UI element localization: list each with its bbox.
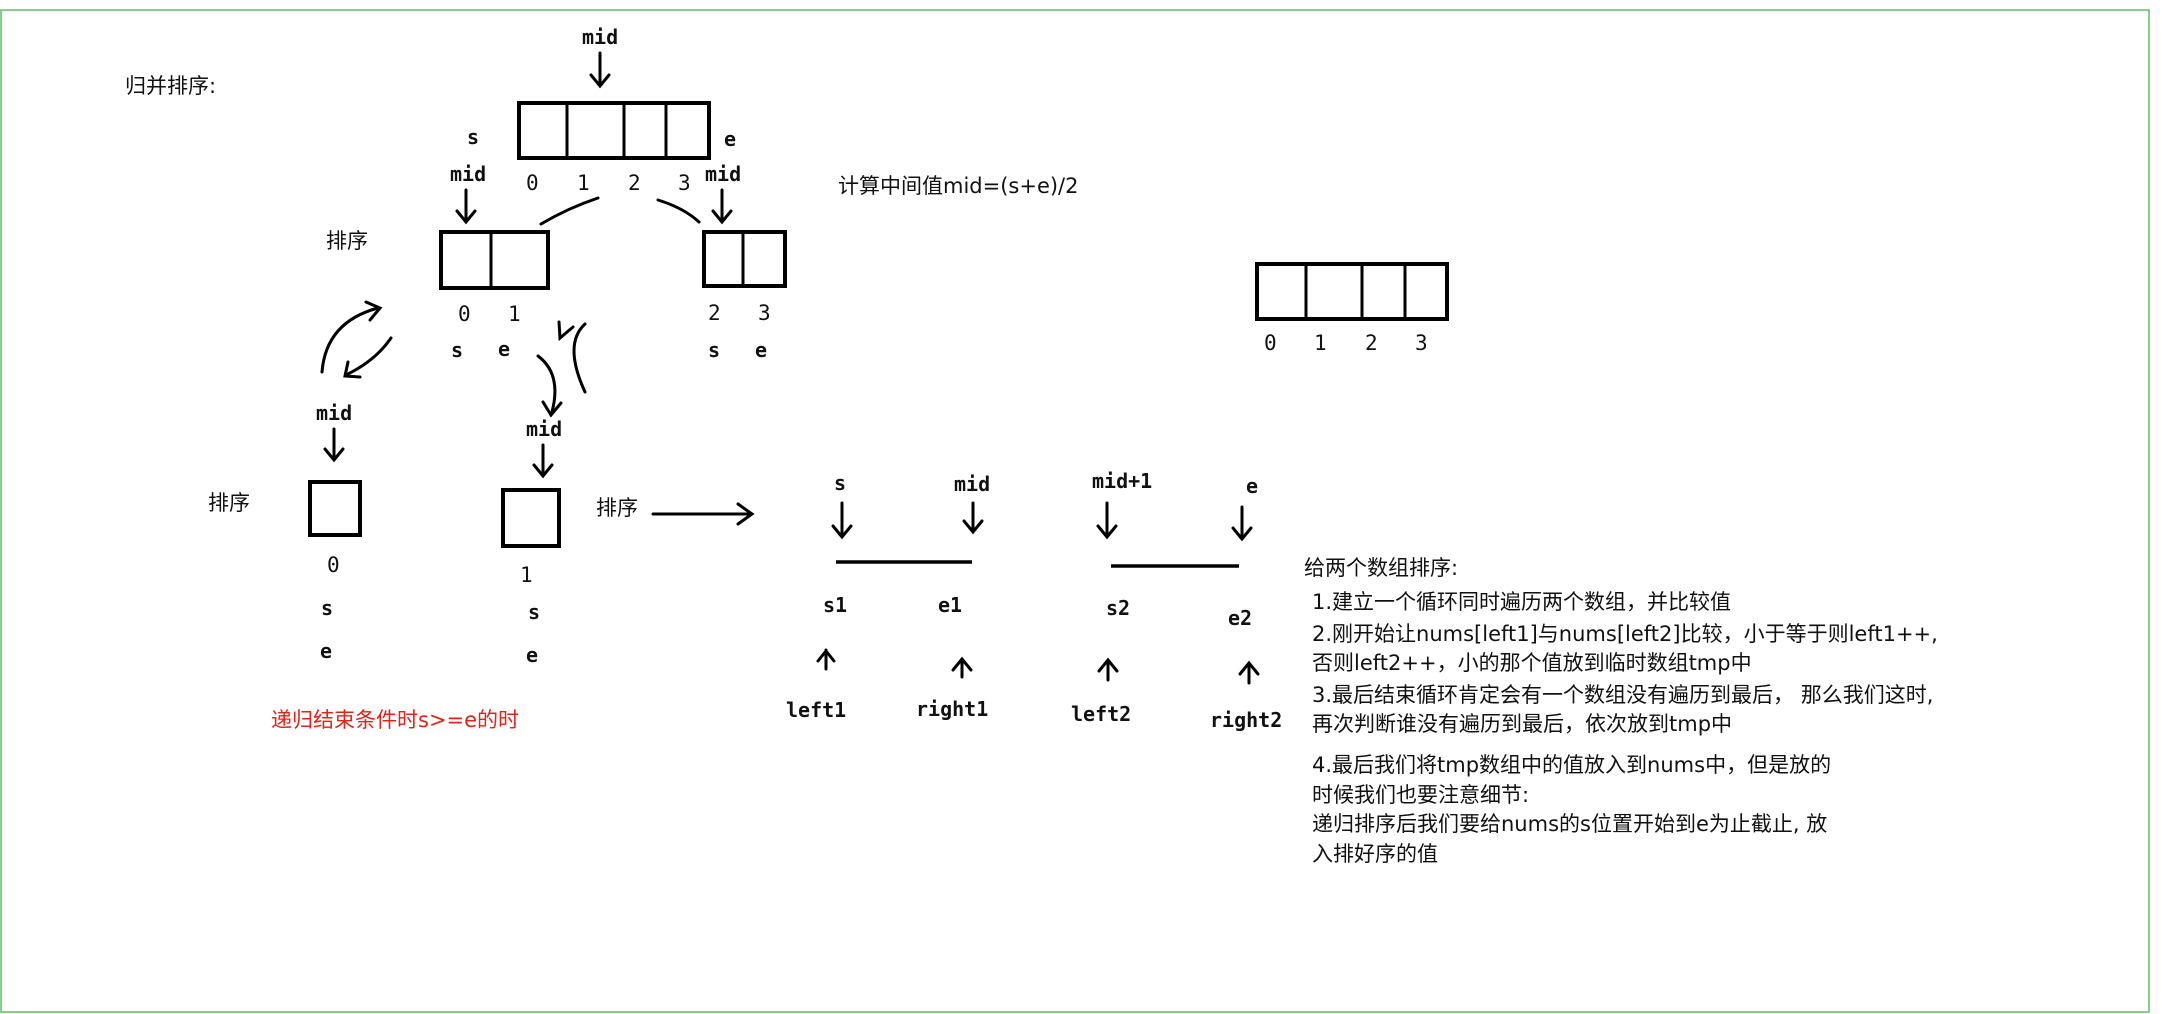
right2-arrow-head: [1238, 660, 1260, 676]
merge-note-line: 3.最后结束循环肯定会有一个数组没有遍历到最后， 那么我们这时,: [1312, 683, 1933, 707]
merge-notes-heading: 给两个数组排序:: [1304, 556, 1458, 580]
leaf0-mid-label: mid: [316, 401, 352, 425]
root-index-3: 3: [678, 171, 691, 195]
root-index-0: 0: [526, 171, 539, 195]
seg1-mid-arrow-head: [962, 519, 984, 535]
left-subarray-box: [439, 230, 550, 290]
leaf0-s-label: s: [321, 596, 333, 620]
left-index-1: 1: [508, 302, 521, 326]
leaf0-index: 0: [327, 553, 340, 577]
merge-note-line: 4.最后我们将tmp数组中的值放入到nums中，但是放的: [1312, 753, 1831, 777]
right1-arrow-head: [951, 656, 973, 672]
mid-formula: 计算中间值mid=(s+e)/2: [838, 174, 1079, 198]
split-curve-right: [656, 198, 701, 224]
standalone-array-box: [1255, 262, 1449, 321]
recursion-arrowhead-right-up: [557, 320, 575, 342]
root-index-2: 2: [628, 171, 641, 195]
root-e-label: e: [724, 127, 736, 151]
recursion-curve-right-up: [572, 322, 587, 394]
seg2-start-arrow-head: [1096, 524, 1118, 540]
left-e-label: e: [498, 337, 510, 361]
recursion-curve-left-up: [320, 306, 380, 374]
leaf-sort-label: 排序: [208, 491, 250, 515]
merge-note-line: 入排好序的值: [1312, 842, 1438, 866]
left-sort-label: 排序: [326, 229, 368, 253]
right-index-2: 2: [708, 301, 721, 325]
leaf0-e-label: e: [320, 639, 332, 663]
left2-label: left2: [1071, 702, 1131, 726]
merge-note-line: 时候我们也要注意细节:: [1312, 783, 1529, 807]
seg1-start-label: s1: [823, 593, 847, 617]
merge-note-line: 递归排序后我们要给nums的s位置开始到e为止截止, 放: [1312, 812, 1827, 836]
seg1-s-arrow-head: [831, 524, 853, 540]
root-index-1: 1: [577, 171, 590, 195]
seg1-mid-label: mid: [954, 472, 990, 496]
left-s-label: s: [451, 338, 463, 362]
recursion-arrowhead-left-down: [343, 360, 362, 379]
left-mid-label: mid: [450, 162, 486, 186]
left2-arrow-head: [1097, 657, 1119, 673]
merge-sort-label: 排序: [596, 496, 638, 520]
right-index-3: 3: [758, 301, 771, 325]
standalone-index-1: 1: [1314, 331, 1327, 355]
root-mid-label: mid: [582, 25, 618, 49]
seg2-e-label: e: [1246, 474, 1258, 498]
merge-note-line: 再次判断谁没有遍历到最后，依次放到tmp中: [1312, 712, 1732, 736]
canvas-frame: [0, 9, 2150, 1013]
recursion-arrowhead-left-up: [364, 300, 383, 322]
leaf1-mid-label: mid: [526, 417, 562, 441]
seg2-start-label: s2: [1106, 596, 1130, 620]
root-array-box: [517, 101, 711, 160]
right-s-label: s: [708, 338, 720, 362]
recursion-curve-left-down: [346, 336, 393, 376]
recursion-end-condition: 递归结束条件时s>=e的时: [271, 708, 519, 732]
right2-label: right2: [1210, 708, 1282, 732]
merge-note-line: 1.建立一个循环同时遍历两个数组，并比较值: [1312, 590, 1731, 614]
recursion-curve-right-down: [536, 354, 557, 414]
split-curve-left: [539, 196, 600, 226]
left1-arrow-head: [816, 648, 836, 663]
standalone-index-2: 2: [1365, 331, 1378, 355]
seg1-s-label: s: [834, 471, 846, 495]
merge-arrow-head: [736, 502, 755, 526]
leaf1-s-label: s: [528, 600, 540, 624]
standalone-index-3: 3: [1415, 331, 1428, 355]
left1-label: left1: [786, 698, 846, 722]
root-mid-arrow-head: [589, 73, 611, 89]
standalone-index-0: 0: [1264, 331, 1277, 355]
leaf1-mid-arrow-head: [532, 463, 554, 479]
recursion-arrowhead-right-down: [541, 400, 563, 418]
root-s-label: s: [467, 125, 479, 149]
right-e-label: e: [755, 338, 767, 362]
leaf1-index: 1: [520, 563, 533, 587]
right1-label: right1: [916, 697, 988, 721]
seg1-end-label: e1: [938, 593, 962, 617]
right-mid-arrow-head: [711, 209, 733, 225]
leaf0-box: [308, 480, 362, 537]
leaf1-e-label: e: [526, 643, 538, 667]
page-title: 归并排序:: [125, 74, 216, 98]
seg2-end-label: e2: [1228, 606, 1252, 630]
left-mid-arrow-head: [455, 209, 477, 225]
right-mid-label: mid: [705, 162, 741, 186]
leaf1-box: [501, 488, 561, 548]
leaf0-mid-arrow-head: [323, 447, 345, 463]
seg2-mid-plus-1-label: mid+1: [1092, 469, 1152, 493]
merge-note-line: 2.刚开始让nums[left1]与nums[left2]比较，小于等于则lef…: [1312, 622, 1938, 646]
merge-note-line: 否则left2++，小的那个值放到临时数组tmp中: [1312, 651, 1752, 675]
seg2-e-arrow-head: [1231, 526, 1253, 542]
left-index-0: 0: [458, 302, 471, 326]
